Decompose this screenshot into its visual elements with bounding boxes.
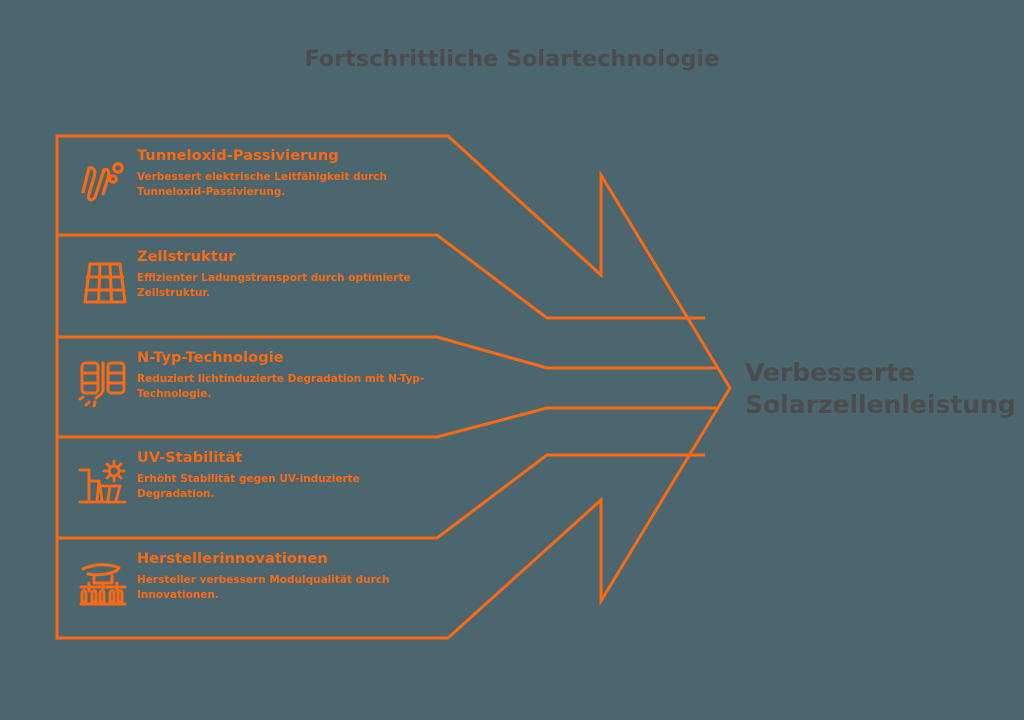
factory-machine-icon (75, 557, 131, 613)
feature-row-4-description: Erhöht Stabilität gegen UV-induzierte De… (137, 473, 360, 501)
feature-row-3-description: Reduziert lichtinduzierte Degradation mi… (137, 373, 425, 401)
solar-panel-grid-icon (75, 255, 131, 311)
feature-row-1[interactable]: Tunneloxid-Passivierung Verbessert elekt… (57, 136, 457, 236)
battery-cells-spark-icon (75, 356, 131, 412)
conclusion-line-2: Solarzellenleistung (745, 390, 1016, 419)
feature-row-1-description: Verbessert elektrische Leitfähigkeit dur… (137, 171, 387, 199)
feature-row-4[interactable]: UV-Stabilität Erhöht Stabilität gegen UV… (57, 438, 457, 538)
feature-row-3-heading: N-Typ-Technologie (137, 350, 284, 366)
feature-row-4-text: UV-Stabilität Erhöht Stabilität gegen UV… (137, 450, 437, 502)
feature-row-3[interactable]: N-Typ-Technologie Reduziert lichtinduzie… (57, 338, 457, 438)
feature-row-5-heading: Herstellerinnovationen (137, 551, 328, 567)
feature-row-2-text: Zellstruktur Effizienter Ladungstranspor… (137, 249, 437, 301)
feature-row-3-text: N-Typ-Technologie Reduziert lichtinduzie… (137, 350, 437, 402)
sun-over-panels-icon (75, 456, 131, 512)
feature-row-2[interactable]: Zellstruktur Effizienter Ladungstranspor… (57, 237, 457, 337)
feature-row-5-text: Herstellerinnovationen Hersteller verbes… (137, 551, 437, 603)
feature-row-1-heading: Tunneloxid-Passivierung (137, 148, 339, 164)
conclusion-line-1: Verbesserte (745, 358, 916, 387)
page-title: Fortschrittliche Solartechnologie (304, 47, 720, 72)
feature-row-5[interactable]: Herstellerinnovationen Hersteller verbes… (57, 539, 457, 639)
coil-circles-icon (75, 154, 131, 210)
feature-row-5-description: Hersteller verbessern Modulqualität durc… (137, 574, 390, 602)
conclusion-label: Verbesserte Solarzellenleistung (745, 357, 1016, 421)
feature-row-1-text: Tunneloxid-Passivierung Verbessert elekt… (137, 148, 437, 200)
feature-row-2-heading: Zellstruktur (137, 249, 236, 265)
feature-row-4-heading: UV-Stabilität (137, 450, 243, 466)
feature-row-2-description: Effizienter Ladungstransport durch optim… (137, 272, 411, 300)
